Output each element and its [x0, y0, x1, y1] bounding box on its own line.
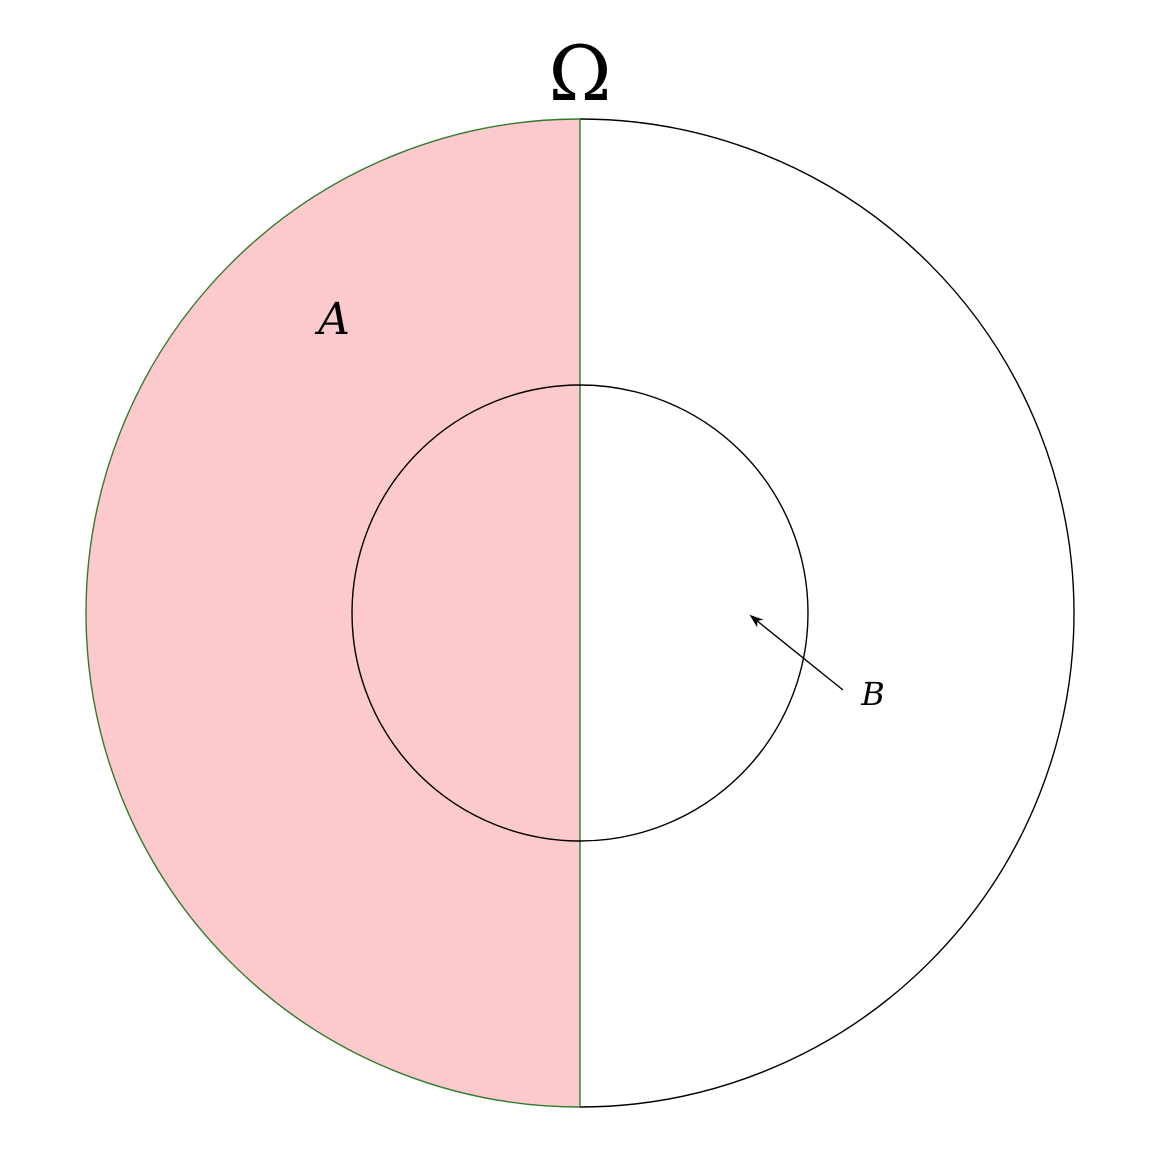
set-a-label: A [314, 294, 350, 345]
set-b-pointer-arrow [749, 614, 844, 691]
omega-outer-circle-right [579, 118, 1075, 1108]
set-a-arc-border [85, 118, 581, 1108]
omega-label: Ω [548, 29, 611, 118]
set-b-label: B [860, 675, 885, 713]
set-a-region [86, 119, 580, 1107]
set-b-circle [351, 384, 809, 842]
